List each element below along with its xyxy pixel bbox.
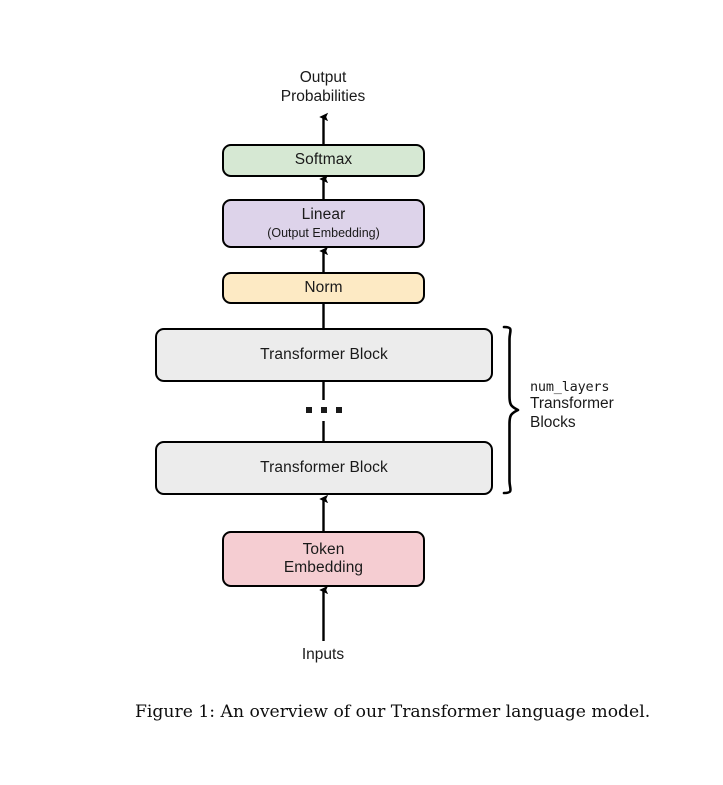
node-transformer-block-top-label: Transformer Block [260,345,388,363]
node-linear[interactable]: Linear (Output Embedding) [222,199,425,248]
num-layers-annotation: num_layers Transformer Blocks [530,379,705,433]
node-softmax[interactable]: Softmax [222,144,425,177]
ellipsis-dots [306,407,342,414]
num-layers-brace [502,325,520,495]
node-token-embedding[interactable]: Token Embedding [222,531,425,587]
node-norm-label: Norm [304,278,343,296]
output-probabilities-line1: Output [299,69,347,86]
num-layers-annotation-line2: Transformer [530,395,614,413]
node-transformer-block-bottom-label: Transformer Block [260,458,388,476]
diagram-vector-layer [319,112,520,641]
node-linear-sublabel: (Output Embedding) [267,225,380,240]
output-probabilities-line2: Probabilities [280,88,366,106]
node-norm[interactable]: Norm [222,272,425,304]
transformer-architecture-diagram: Softmax Linear (Output Embedding) Norm T… [155,68,705,663]
output-probabilities-label: Output Probabilities [223,68,423,107]
inputs-label: Inputs [301,646,345,663]
node-transformer-block-top[interactable]: Transformer Block [155,328,493,382]
node-token-embedding-sublabel: Embedding [283,559,364,576]
node-transformer-block-bottom[interactable]: Transformer Block [155,441,493,495]
node-token-embedding-label: Token [302,540,345,558]
node-softmax-label: Softmax [294,151,353,169]
num-layers-code-token: num_layers [530,379,610,395]
node-linear-label: Linear [301,206,346,224]
num-layers-annotation-line3: Blocks [530,414,576,432]
figure-caption: Figure 1: An overview of our Transformer… [135,702,651,722]
